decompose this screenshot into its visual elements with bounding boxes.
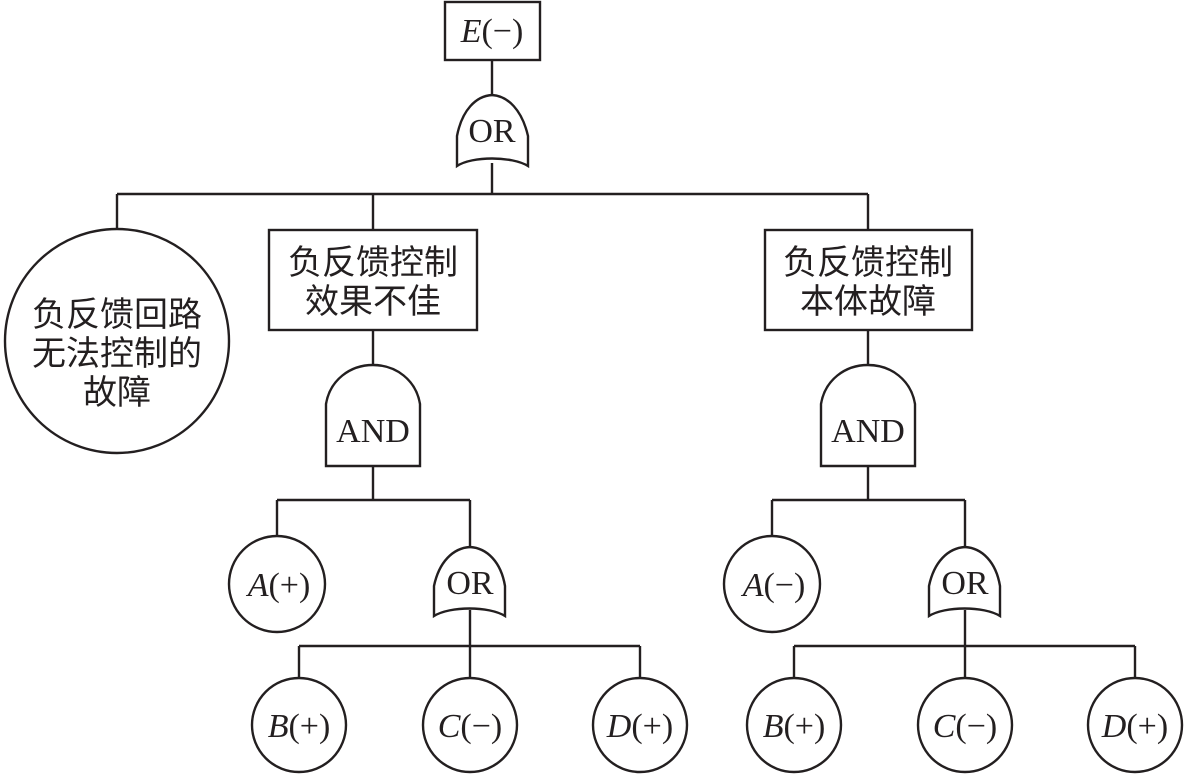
and-gate-symbol (819, 363, 917, 468)
event-label: A(−) (741, 567, 806, 604)
event-label: B(+) (763, 708, 826, 745)
top-event-label: E(−) (460, 13, 524, 50)
event-circle (745, 676, 843, 774)
left-event-line-3: 故障 (83, 373, 151, 413)
middle-basic-event-a[interactable]: A(+) (227, 534, 327, 634)
event-circle (421, 676, 519, 774)
or-gate-symbol (455, 93, 530, 169)
middle-basic-event-c[interactable]: C(−) (421, 676, 519, 774)
and-gate-symbol (324, 363, 422, 468)
middle-basic-event-d[interactable]: D(+) (591, 676, 689, 774)
event-label: B(+) (268, 708, 331, 745)
event-label: D(+) (1101, 708, 1168, 745)
right-event-line-1: 负反馈控制 (783, 243, 953, 283)
right-basic-event-c[interactable]: C(−) (916, 676, 1014, 774)
right-intermediate-event-node[interactable]: 负反馈控制 本体故障 (763, 228, 974, 332)
event-circle (591, 676, 689, 774)
top-event-node[interactable]: E(−) (443, 0, 542, 62)
event-circle (916, 676, 1014, 774)
or-gate-label: OR (446, 565, 494, 602)
right-basic-event-d[interactable]: D(+) (1086, 676, 1184, 774)
right-basic-event-a[interactable]: A(−) (722, 534, 822, 634)
event-label: A(+) (246, 567, 311, 604)
connectors (115, 60, 1137, 678)
right-basic-event-b[interactable]: B(+) (745, 676, 843, 774)
left-event-circle (3, 227, 231, 455)
middle-event-box (267, 228, 479, 332)
right-event-box (763, 228, 974, 332)
top-or-gate[interactable]: OR (455, 93, 530, 169)
or-gate-symbol (927, 545, 1002, 619)
left-event-line-1: 负反馈回路 (32, 295, 202, 335)
right-event-line-2: 本体故障 (800, 282, 936, 322)
event-label: C(−) (933, 708, 998, 745)
or-gate-label: OR (468, 113, 516, 150)
event-label: D(+) (606, 708, 673, 745)
middle-event-line-2: 效果不佳 (305, 282, 441, 322)
middle-or-gate[interactable]: OR (432, 545, 507, 619)
middle-basic-event-b[interactable]: B(+) (250, 676, 348, 774)
middle-intermediate-event-node[interactable]: 负反馈控制 效果不佳 (267, 228, 479, 332)
event-circle (722, 534, 822, 634)
left-undeveloped-event-node[interactable]: 负反馈回路 无法控制的 故障 (3, 227, 231, 455)
middle-event-line-1: 负反馈控制 (288, 243, 458, 283)
event-label: C(−) (438, 708, 503, 745)
left-event-line-2: 无法控制的 (32, 334, 202, 374)
right-and-gate[interactable]: AND (819, 363, 917, 468)
or-gate-symbol (432, 545, 507, 619)
event-circle (1086, 676, 1184, 774)
and-gate-label: AND (336, 413, 410, 450)
event-circle (250, 676, 348, 774)
and-gate-label: AND (831, 413, 905, 450)
event-circle (227, 534, 327, 634)
right-or-gate[interactable]: OR (927, 545, 1002, 619)
top-event-box (443, 0, 542, 62)
middle-and-gate[interactable]: AND (324, 363, 422, 468)
or-gate-label: OR (941, 565, 989, 602)
